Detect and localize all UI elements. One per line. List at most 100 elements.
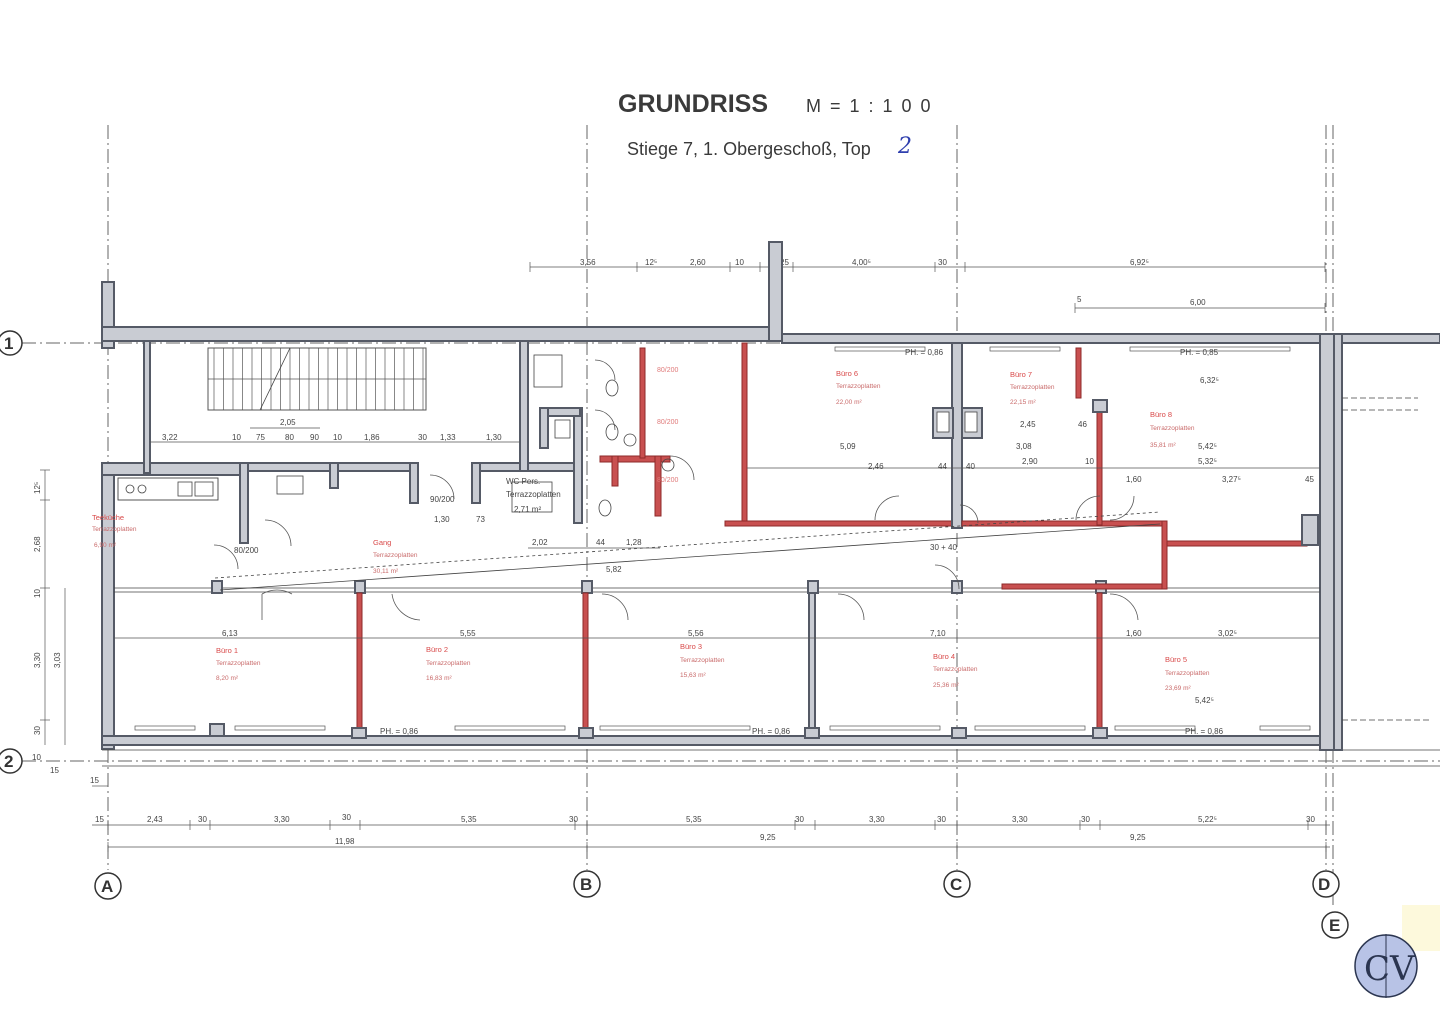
svg-text:Terrazzoplatten: Terrazzoplatten <box>426 660 471 667</box>
svg-text:2,43: 2,43 <box>147 815 163 824</box>
svg-text:30: 30 <box>418 433 427 442</box>
svg-text:35,81 m²: 35,81 m² <box>1150 442 1176 449</box>
svg-text:Terrazzoplatten: Terrazzoplatten <box>933 666 978 673</box>
svg-text:80/200: 80/200 <box>234 546 259 555</box>
svg-text:46: 46 <box>1078 420 1087 429</box>
exterior-walls <box>101 241 1440 767</box>
logo-monogram: CV <box>1364 949 1416 989</box>
svg-text:5,42⁵: 5,42⁵ <box>1198 442 1217 451</box>
kitchen-counter <box>117 477 219 501</box>
svg-text:2,46: 2,46 <box>868 462 884 471</box>
svg-text:5,56: 5,56 <box>688 629 704 638</box>
svg-text:45: 45 <box>1305 475 1314 484</box>
svg-text:6,92⁵: 6,92⁵ <box>1130 258 1149 267</box>
svg-text:3,56: 3,56 <box>580 258 596 267</box>
svg-text:Terrazzoplatten: Terrazzoplatten <box>92 526 137 533</box>
shower-tray <box>533 354 563 388</box>
svg-text:11,98: 11,98 <box>335 837 355 846</box>
office-partitions <box>209 342 1319 739</box>
svg-text:22,15 m²: 22,15 m² <box>1010 399 1036 406</box>
axis-d-marker <box>1312 870 1340 898</box>
svg-text:10: 10 <box>1085 457 1094 466</box>
svg-text:5,55: 5,55 <box>460 629 476 638</box>
svg-text:5,35: 5,35 <box>461 815 477 824</box>
axis-1-marker <box>0 330 23 356</box>
axis-e-marker <box>1321 911 1349 939</box>
svg-text:5,82: 5,82 <box>606 565 622 574</box>
bottom-dimension-chain: 15 15 2,43 30 3,30 30 5,35 30 5,35 30 3,… <box>90 776 1330 852</box>
svg-text:9,25: 9,25 <box>1130 833 1146 842</box>
svg-text:30: 30 <box>937 815 946 824</box>
svg-text:3,22: 3,22 <box>162 433 178 442</box>
room-name: Büro 6 <box>836 369 858 378</box>
axis-markers: A B C D E 1 2 <box>0 330 1349 939</box>
axis-c-marker <box>943 870 971 898</box>
axis-label-d: D <box>1318 875 1330 894</box>
svg-text:10: 10 <box>333 433 342 442</box>
svg-text:6,00: 6,00 <box>1190 298 1206 307</box>
room-name: WC Pers. <box>506 477 540 486</box>
svg-text:80: 80 <box>285 433 294 442</box>
svg-text:22,00 m²: 22,00 m² <box>836 399 862 406</box>
top-number: 2 <box>897 134 912 159</box>
svg-text:40: 40 <box>966 462 975 471</box>
axis-label-1: 1 <box>4 334 13 353</box>
svg-text:PH. = 0,86: PH. = 0,86 <box>380 727 419 736</box>
doors <box>213 359 1139 621</box>
staircase: 2,05 <box>207 347 427 429</box>
svg-text:Terrazzoplatten: Terrazzoplatten <box>1010 384 1055 391</box>
axis-label-c: C <box>950 875 962 894</box>
plan-scale: M = 1 : 1 0 0 <box>806 96 933 116</box>
svg-text:1,33: 1,33 <box>440 433 456 442</box>
svg-text:Terrazzoplatten: Terrazzoplatten <box>1165 670 1210 677</box>
left-dimension-chain: 12⁵ 2,68 10 3,30 3,03 30 15 10 <box>32 469 66 775</box>
svg-text:1,86: 1,86 <box>364 433 380 442</box>
room-name: Büro 7 <box>1010 370 1032 379</box>
svg-text:80/200: 80/200 <box>657 367 679 374</box>
fixtures <box>117 354 978 517</box>
svg-text:2,68: 2,68 <box>33 536 42 552</box>
svg-text:30: 30 <box>1081 815 1090 824</box>
svg-text:8,20 m²: 8,20 m² <box>216 675 239 682</box>
svg-text:16,83 m²: 16,83 m² <box>426 675 452 682</box>
svg-text:30: 30 <box>342 813 351 822</box>
svg-text:7,10: 7,10 <box>930 629 946 638</box>
svg-text:Terrazzoplatten: Terrazzoplatten <box>506 490 561 499</box>
axis-label-2: 2 <box>4 752 13 771</box>
svg-text:Terrazzoplatten: Terrazzoplatten <box>373 552 418 559</box>
svg-text:2,45: 2,45 <box>1020 420 1036 429</box>
svg-text:5,35: 5,35 <box>686 815 702 824</box>
svg-text:5,09: 5,09 <box>840 442 856 451</box>
opening-sizes: 80/200 80/200 80/200 90/200 80/200 30 + … <box>234 367 957 555</box>
svg-text:30: 30 <box>198 815 207 824</box>
svg-text:90/200: 90/200 <box>430 495 455 504</box>
room-name: Büro 8 <box>1150 410 1172 419</box>
toilet-1 <box>605 379 619 397</box>
svg-text:3,30: 3,30 <box>1012 815 1028 824</box>
svg-text:23,69 m²: 23,69 m² <box>1165 685 1191 692</box>
svg-text:5,22⁵: 5,22⁵ <box>1198 815 1217 824</box>
svg-text:Terrazzoplatten: Terrazzoplatten <box>1150 425 1195 432</box>
svg-text:30: 30 <box>938 258 947 267</box>
inner-dimensions: 3,22 10 75 80 90 10 1,86 30 1,33 1,30 6,… <box>114 376 1320 705</box>
svg-text:10: 10 <box>735 258 744 267</box>
svg-text:44: 44 <box>938 462 947 471</box>
svg-text:3,03: 3,03 <box>53 652 62 668</box>
svg-text:PH. = 0,85: PH. = 0,85 <box>1180 348 1219 357</box>
svg-text:1,30: 1,30 <box>486 433 502 442</box>
svg-text:PH. = 0,86: PH. = 0,86 <box>905 348 944 357</box>
svg-text:3,30: 3,30 <box>33 652 42 668</box>
axis-b-marker <box>573 870 601 898</box>
svg-text:15: 15 <box>95 815 104 824</box>
svg-text:10: 10 <box>232 433 241 442</box>
room-labels: Teeküche Terrazzoplatten 6,90 m² Gang Te… <box>92 369 1210 692</box>
svg-text:5,42⁵: 5,42⁵ <box>1195 696 1214 705</box>
svg-text:73: 73 <box>476 515 485 524</box>
axis-label-e: E <box>1329 916 1340 935</box>
svg-text:30: 30 <box>1306 815 1315 824</box>
svg-text:5,32⁵: 5,32⁵ <box>1198 457 1217 466</box>
svg-text:80/200: 80/200 <box>657 477 679 484</box>
room-name: Büro 3 <box>680 642 702 651</box>
room-name: Büro 5 <box>1165 655 1187 664</box>
svg-text:30: 30 <box>33 726 42 735</box>
